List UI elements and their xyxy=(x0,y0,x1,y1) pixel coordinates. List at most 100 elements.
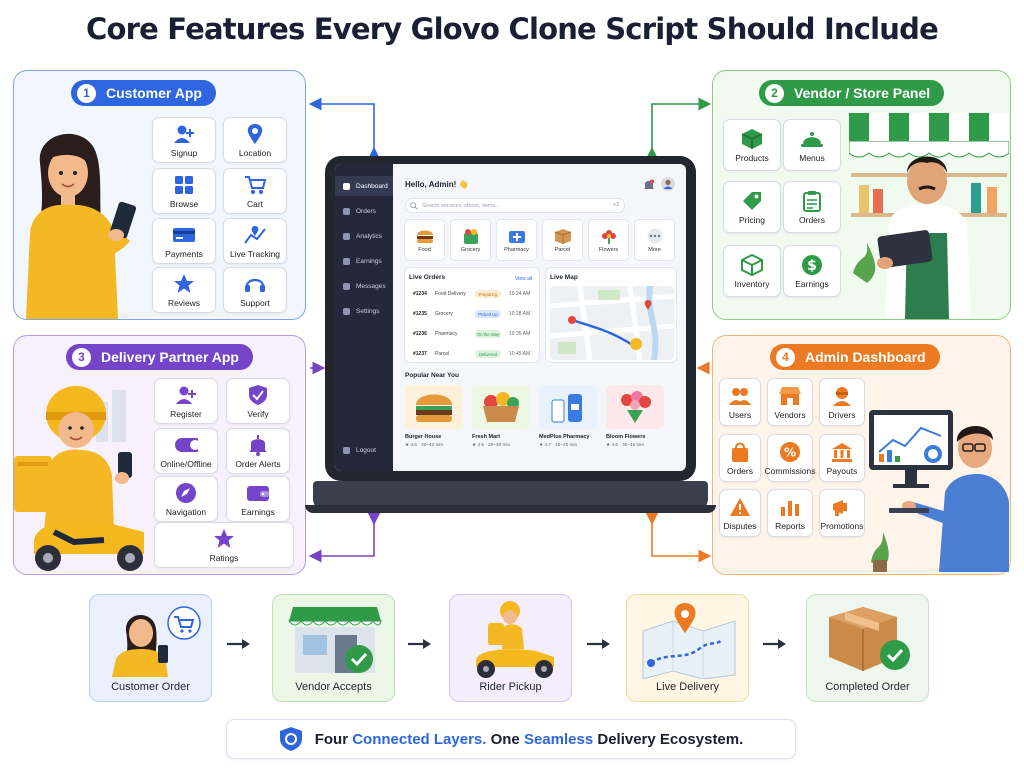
more-icon xyxy=(647,228,662,243)
shop-card-fresh-mart[interactable]: Fresh Mart ★ 4.5 · 20–30 min xyxy=(472,385,532,461)
table-row[interactable]: #1236 Pharmacy On the Way 10:35 AM xyxy=(413,328,543,340)
bar-chart-icon xyxy=(778,496,802,518)
category-label: Pharmacy xyxy=(504,246,529,253)
feature-products[interactable]: Products xyxy=(723,119,781,171)
home-icon xyxy=(343,182,350,190)
table-row[interactable]: #1237 Parcel Delivered 10:45 AM xyxy=(413,348,543,360)
feature-vendors[interactable]: Vendors xyxy=(767,378,813,426)
view-all-link[interactable]: View all xyxy=(515,276,533,282)
feature-disputes[interactable]: Disputes xyxy=(719,489,761,537)
panel-title: Vendor / Store Panel xyxy=(794,85,931,101)
category-grocery[interactable]: Grocery xyxy=(450,219,491,261)
feature-signup[interactable]: Signup xyxy=(152,117,216,163)
category-food[interactable]: Food xyxy=(404,219,445,261)
category-label: Parcel xyxy=(554,246,571,253)
sidebar-item-analytics[interactable]: Analytics xyxy=(335,226,393,246)
customer-order-icon xyxy=(112,606,201,677)
flow-step-rider-pickup: Rider Pickup xyxy=(449,594,572,702)
avatar[interactable] xyxy=(661,177,675,191)
feature-payments[interactable]: Payments xyxy=(152,218,216,264)
feature-cart[interactable]: Cart xyxy=(223,168,287,214)
feature-orders[interactable]: Orders xyxy=(783,181,841,233)
feature-rider-earnings[interactable]: Earnings xyxy=(226,476,290,522)
feature-menus[interactable]: Menus xyxy=(783,119,841,171)
shop-card-bloom-flowers[interactable]: Bloom Flowers ★ 4.6 · 30–45 min xyxy=(606,385,666,461)
wallet-icon xyxy=(246,482,270,504)
feature-browse[interactable]: Browse xyxy=(152,168,216,214)
feature-drivers[interactable]: Drivers xyxy=(819,378,865,426)
megaphone-icon xyxy=(830,496,854,518)
dashboard-sidebar: Dashboard Orders Analytics Earnings Mess… xyxy=(335,164,393,471)
arrow-right-icon xyxy=(227,639,250,649)
panel-title: Customer App xyxy=(106,85,202,101)
order-id: #1237 xyxy=(413,351,427,357)
grocery-bag-icon xyxy=(463,228,478,244)
sidebar-item-earnings[interactable]: Earnings xyxy=(335,251,393,271)
page-title: Core Features Every Glovo Clone Script S… xyxy=(86,12,939,46)
sidebar-item-dashboard[interactable]: Dashboard xyxy=(335,176,393,196)
search-input[interactable]: Search services, stores, items... xyxy=(405,198,625,213)
feature-earnings[interactable]: $ Earnings xyxy=(783,245,841,297)
sidebar-item-settings[interactable]: Settings xyxy=(335,301,393,321)
svg-text:$: $ xyxy=(807,258,817,274)
feature-location[interactable]: Location xyxy=(223,117,287,163)
feature-label: Cart xyxy=(246,198,264,209)
category-flowers[interactable]: Flowers xyxy=(588,219,629,261)
feature-label: Products xyxy=(735,152,769,163)
percent-icon: % xyxy=(778,441,802,463)
logout-button[interactable]: Logout xyxy=(335,440,393,460)
sidebar-item-messages[interactable]: Messages xyxy=(335,276,393,296)
feature-label: Ratings xyxy=(209,552,239,563)
status-badge: Delivered xyxy=(475,350,501,358)
bag-icon xyxy=(728,441,752,463)
route-icon xyxy=(243,224,267,246)
shop-name: Fresh Mart xyxy=(472,434,501,440)
feature-label: Payments xyxy=(165,248,203,259)
step-number: 4 xyxy=(776,347,795,367)
warning-icon xyxy=(728,496,752,518)
feature-users[interactable]: Users xyxy=(719,378,761,426)
feature-pricing[interactable]: Pricing xyxy=(723,181,781,233)
feature-commissions[interactable]: % Commissions xyxy=(765,434,816,482)
table-row[interactable]: #1235 Grocery Picked Up 10:28 AM xyxy=(413,308,543,320)
feature-promotions[interactable]: Promotions xyxy=(819,489,865,537)
compass-icon xyxy=(174,482,198,504)
sidebar-item-orders[interactable]: Orders xyxy=(335,201,393,221)
package-check-icon xyxy=(829,607,910,671)
flow-step-customer-order: Customer Order xyxy=(89,594,212,702)
category-pharmacy[interactable]: Pharmacy xyxy=(496,219,537,261)
keyboard-base xyxy=(305,505,716,513)
feature-ratings[interactable]: Ratings xyxy=(154,522,294,568)
feature-inventory[interactable]: Inventory xyxy=(723,245,781,297)
feature-register[interactable]: Register xyxy=(154,378,218,424)
feature-support[interactable]: Support xyxy=(223,267,287,313)
feature-verify[interactable]: Verify xyxy=(226,378,290,424)
feature-reports[interactable]: Reports xyxy=(767,489,813,537)
earnings-icon xyxy=(343,257,350,265)
burger-icon xyxy=(416,230,433,243)
shop-card-burger-house[interactable]: Burger House ★ 4.6 · 30–40 min xyxy=(405,385,465,461)
shield-check-icon xyxy=(246,384,270,406)
feature-admin-orders[interactable]: Orders xyxy=(719,434,761,482)
shop-rating: ★ 4.7 · 15–25 min xyxy=(539,442,578,447)
feature-navigation[interactable]: Navigation xyxy=(154,476,218,522)
map[interactable] xyxy=(550,286,674,360)
bell-icon[interactable] xyxy=(643,179,655,191)
feature-order-alerts[interactable]: Order Alerts xyxy=(226,428,290,474)
table-row[interactable]: #1234 Food Delivery Preparing 10:24 AM xyxy=(413,288,543,300)
vendor-panel: 2 Vendor / Store Panel Products Menus Pr… xyxy=(712,70,1011,320)
feature-payouts[interactable]: Payouts xyxy=(819,434,865,482)
feature-reviews[interactable]: Reviews xyxy=(152,267,216,313)
feature-label: Location xyxy=(238,147,272,158)
feature-label: Support xyxy=(240,297,270,308)
flow-step-vendor-accepts: Vendor Accepts xyxy=(272,594,395,702)
category-more[interactable]: More xyxy=(634,219,675,261)
store-icon xyxy=(778,385,802,407)
feature-live-tracking[interactable]: Live Tracking xyxy=(223,218,287,264)
order-time: 10:35 AM xyxy=(509,331,531,337)
shop-card-medplus-pharmacy[interactable]: MedPlus Pharmacy ★ 4.7 · 15–25 min xyxy=(539,385,599,461)
category-parcel[interactable]: Parcel xyxy=(542,219,583,261)
category-label: More xyxy=(648,246,661,253)
feature-online-offline[interactable]: Online/Offline xyxy=(154,428,218,474)
live-orders-card: Live Orders View all #1234 Food Delivery… xyxy=(404,267,540,363)
